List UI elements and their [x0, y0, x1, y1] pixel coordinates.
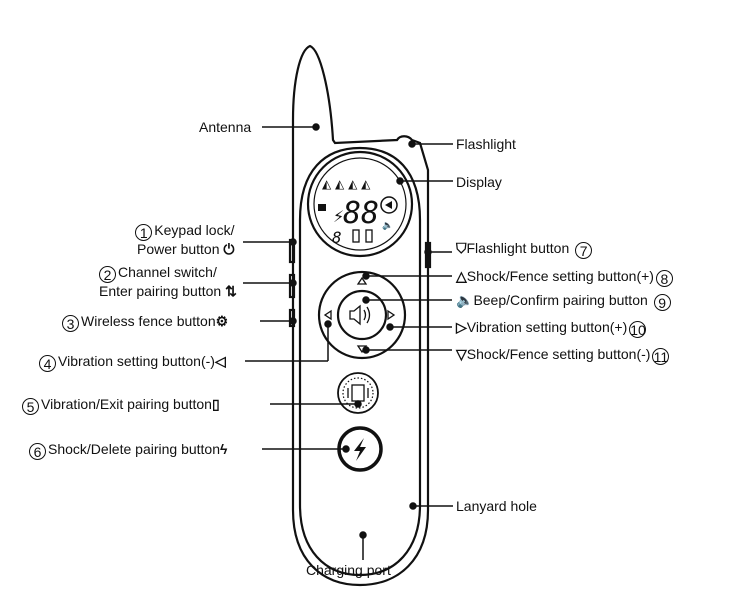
- vibration-button-ring: [337, 372, 379, 414]
- dpad-ring: [317, 270, 407, 360]
- triangle-right-icon: ▷: [456, 319, 467, 335]
- vibration-icon: ▯: [211, 396, 220, 412]
- svg-text:🔈: 🔈: [382, 221, 393, 231]
- remote-outline: [291, 44, 430, 587]
- triangle-down-icon: ▽: [456, 346, 467, 362]
- button-9-label: 🔈Beep/Confirm pairing button 9: [456, 292, 671, 311]
- triangle-up-icon: △: [456, 268, 467, 284]
- display-inner: [313, 157, 407, 251]
- channel-switch-icon: ⇅: [225, 283, 237, 299]
- flashlight-icon: ⛉: [456, 240, 467, 256]
- flashlight-label: Flashlight: [456, 136, 516, 152]
- speaker-icon: 🔈: [456, 292, 474, 308]
- remote-inner-outline: [298, 146, 422, 577]
- svg-text:◭ ◭ ◭ ◭: ◭ ◭ ◭ ◭: [322, 177, 371, 191]
- display-label: Display: [456, 174, 502, 190]
- triangle-left-icon: ◁: [214, 353, 226, 369]
- svg-text:⚡: ⚡: [333, 207, 344, 226]
- button-8-label: △Shock/Fence setting button(+)8: [456, 268, 673, 287]
- lcd-digits: 88: [343, 196, 379, 231]
- lcd-segments: ◭ ◭ ◭ ◭ ⚡ 88 🔈 8: [318, 177, 398, 247]
- lanyard-hole-label: Lanyard hole: [456, 498, 537, 514]
- beep-button-ring: [336, 289, 388, 341]
- button-11-label: ▽Shock/Fence setting button(-)11: [456, 346, 670, 365]
- display-ring: [306, 150, 414, 258]
- button-7-label: ⛉Flashlight button 7: [456, 240, 593, 259]
- button-10-label: ▷Vibration setting button(+)10: [456, 319, 647, 338]
- lightning-icon: ϟ: [220, 441, 228, 457]
- gear-icon: ⚙: [215, 313, 229, 329]
- charging-port-label: Charging port: [306, 562, 391, 578]
- power-icon: ⏻: [223, 241, 235, 257]
- antenna-label: Antenna: [199, 119, 252, 135]
- lcd-small-digit: 8: [332, 228, 342, 247]
